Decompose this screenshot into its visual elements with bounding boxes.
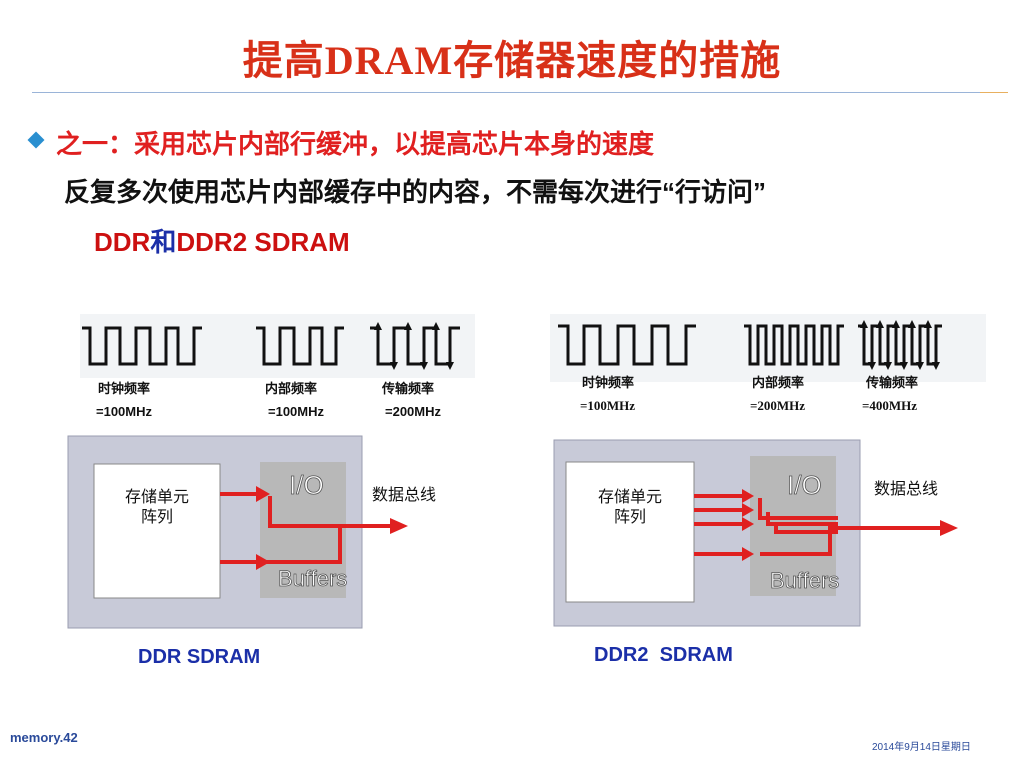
ddr2-diagram: I/O Buffers [550, 314, 986, 627]
ddr-clock-waveform [82, 326, 202, 366]
ddr-subtitle-b: DDR2 SDRAM [176, 227, 350, 257]
title-divider-accent [980, 92, 1008, 93]
ddr2-transfer-label: 传输频率 [866, 375, 919, 390]
ddr-internal-waveform [256, 326, 344, 366]
ddr-transfer-label: 传输频率 [382, 381, 435, 396]
ddr-cell-array-box [93, 463, 221, 599]
footer-slide-id: memory.42 [10, 730, 78, 745]
ddr-data-arrowheads [256, 486, 408, 570]
ddr2-cell-array-label: 存储单元 阵列 [566, 488, 694, 528]
footer-date: 2014年9月14日星期日 [872, 742, 971, 753]
ddr-cell-array-line1: 存储单元 [124, 489, 189, 506]
ddr-transfer-arrows [374, 322, 454, 370]
ddr2-buffers-label: Buffers [770, 568, 839, 593]
ddr2-cell-array-line1: 存储单元 [597, 489, 662, 506]
ddr-transfer-value: =200MHz [385, 404, 441, 419]
ddr-diagram: I/O Buffers [67, 314, 475, 629]
ddr-buffers-label: Buffers [278, 566, 347, 591]
ddr-data-path [220, 492, 390, 564]
ddr-cell-array-label: 存储单元 阵列 [94, 488, 220, 528]
ddr2-caption: DDR2 SDRAM [594, 644, 733, 666]
ddr-subtitle: DDR和DDR2 SDRAM [94, 222, 350, 259]
ddr-cell-array-line2: 阵列 [140, 509, 173, 526]
bullet-diamond-icon [27, 131, 45, 149]
title-divider [32, 92, 980, 93]
ddr-internal-label: 内部频率 [265, 381, 318, 396]
ddr2-clock-value: =100MHz [580, 398, 636, 413]
ddr2-data-bus-label: 数据总线 [874, 481, 939, 498]
ddr-subtitle-conj: 和 [150, 227, 177, 257]
ddr2-data-arrowheads [742, 489, 958, 561]
ddr-data-bus-label: 数据总线 [372, 487, 437, 504]
ddr2-data-path [694, 494, 940, 556]
ddr2-transfer-waveform [858, 324, 942, 366]
bullet-heading: 之一：采用芯片内部行缓冲，以提高芯片本身的速度 [56, 129, 655, 159]
bullet-description: 反复多次使用芯片内部缓存中的内容，不需每次进行“行访问” [64, 177, 767, 207]
ddr2-internal-value: =200MHz [750, 398, 806, 413]
ddr-internal-value: =100MHz [268, 404, 324, 419]
ddr-io-label: I/O [289, 470, 324, 500]
ddr2-cell-array-line2: 阵列 [613, 509, 646, 526]
ddr2-clock-label: 时钟频率 [582, 375, 635, 390]
slide-title: 提高DRAM存储器速度的措施 [242, 38, 782, 83]
ddr-waveform-strip [80, 314, 475, 378]
ddr-caption: DDR SDRAM [138, 646, 261, 668]
ddr2-internal-label: 内部频率 [752, 375, 805, 390]
ddr-subtitle-a: DDR [94, 227, 151, 257]
ddr-clock-value: =100MHz [96, 404, 152, 419]
ddr2-transfer-value: =400MHz [862, 398, 918, 413]
ddr2-clock-waveform [558, 324, 696, 366]
ddr-clock-label: 时钟频率 [98, 381, 151, 396]
ddr2-transfer-arrows [860, 320, 940, 370]
ddr2-cell-array-box [565, 461, 695, 603]
ddr-io-buffer-box [260, 462, 346, 598]
ddr2-internal-waveform [744, 324, 844, 366]
ddr2-io-label: I/O [787, 470, 822, 500]
